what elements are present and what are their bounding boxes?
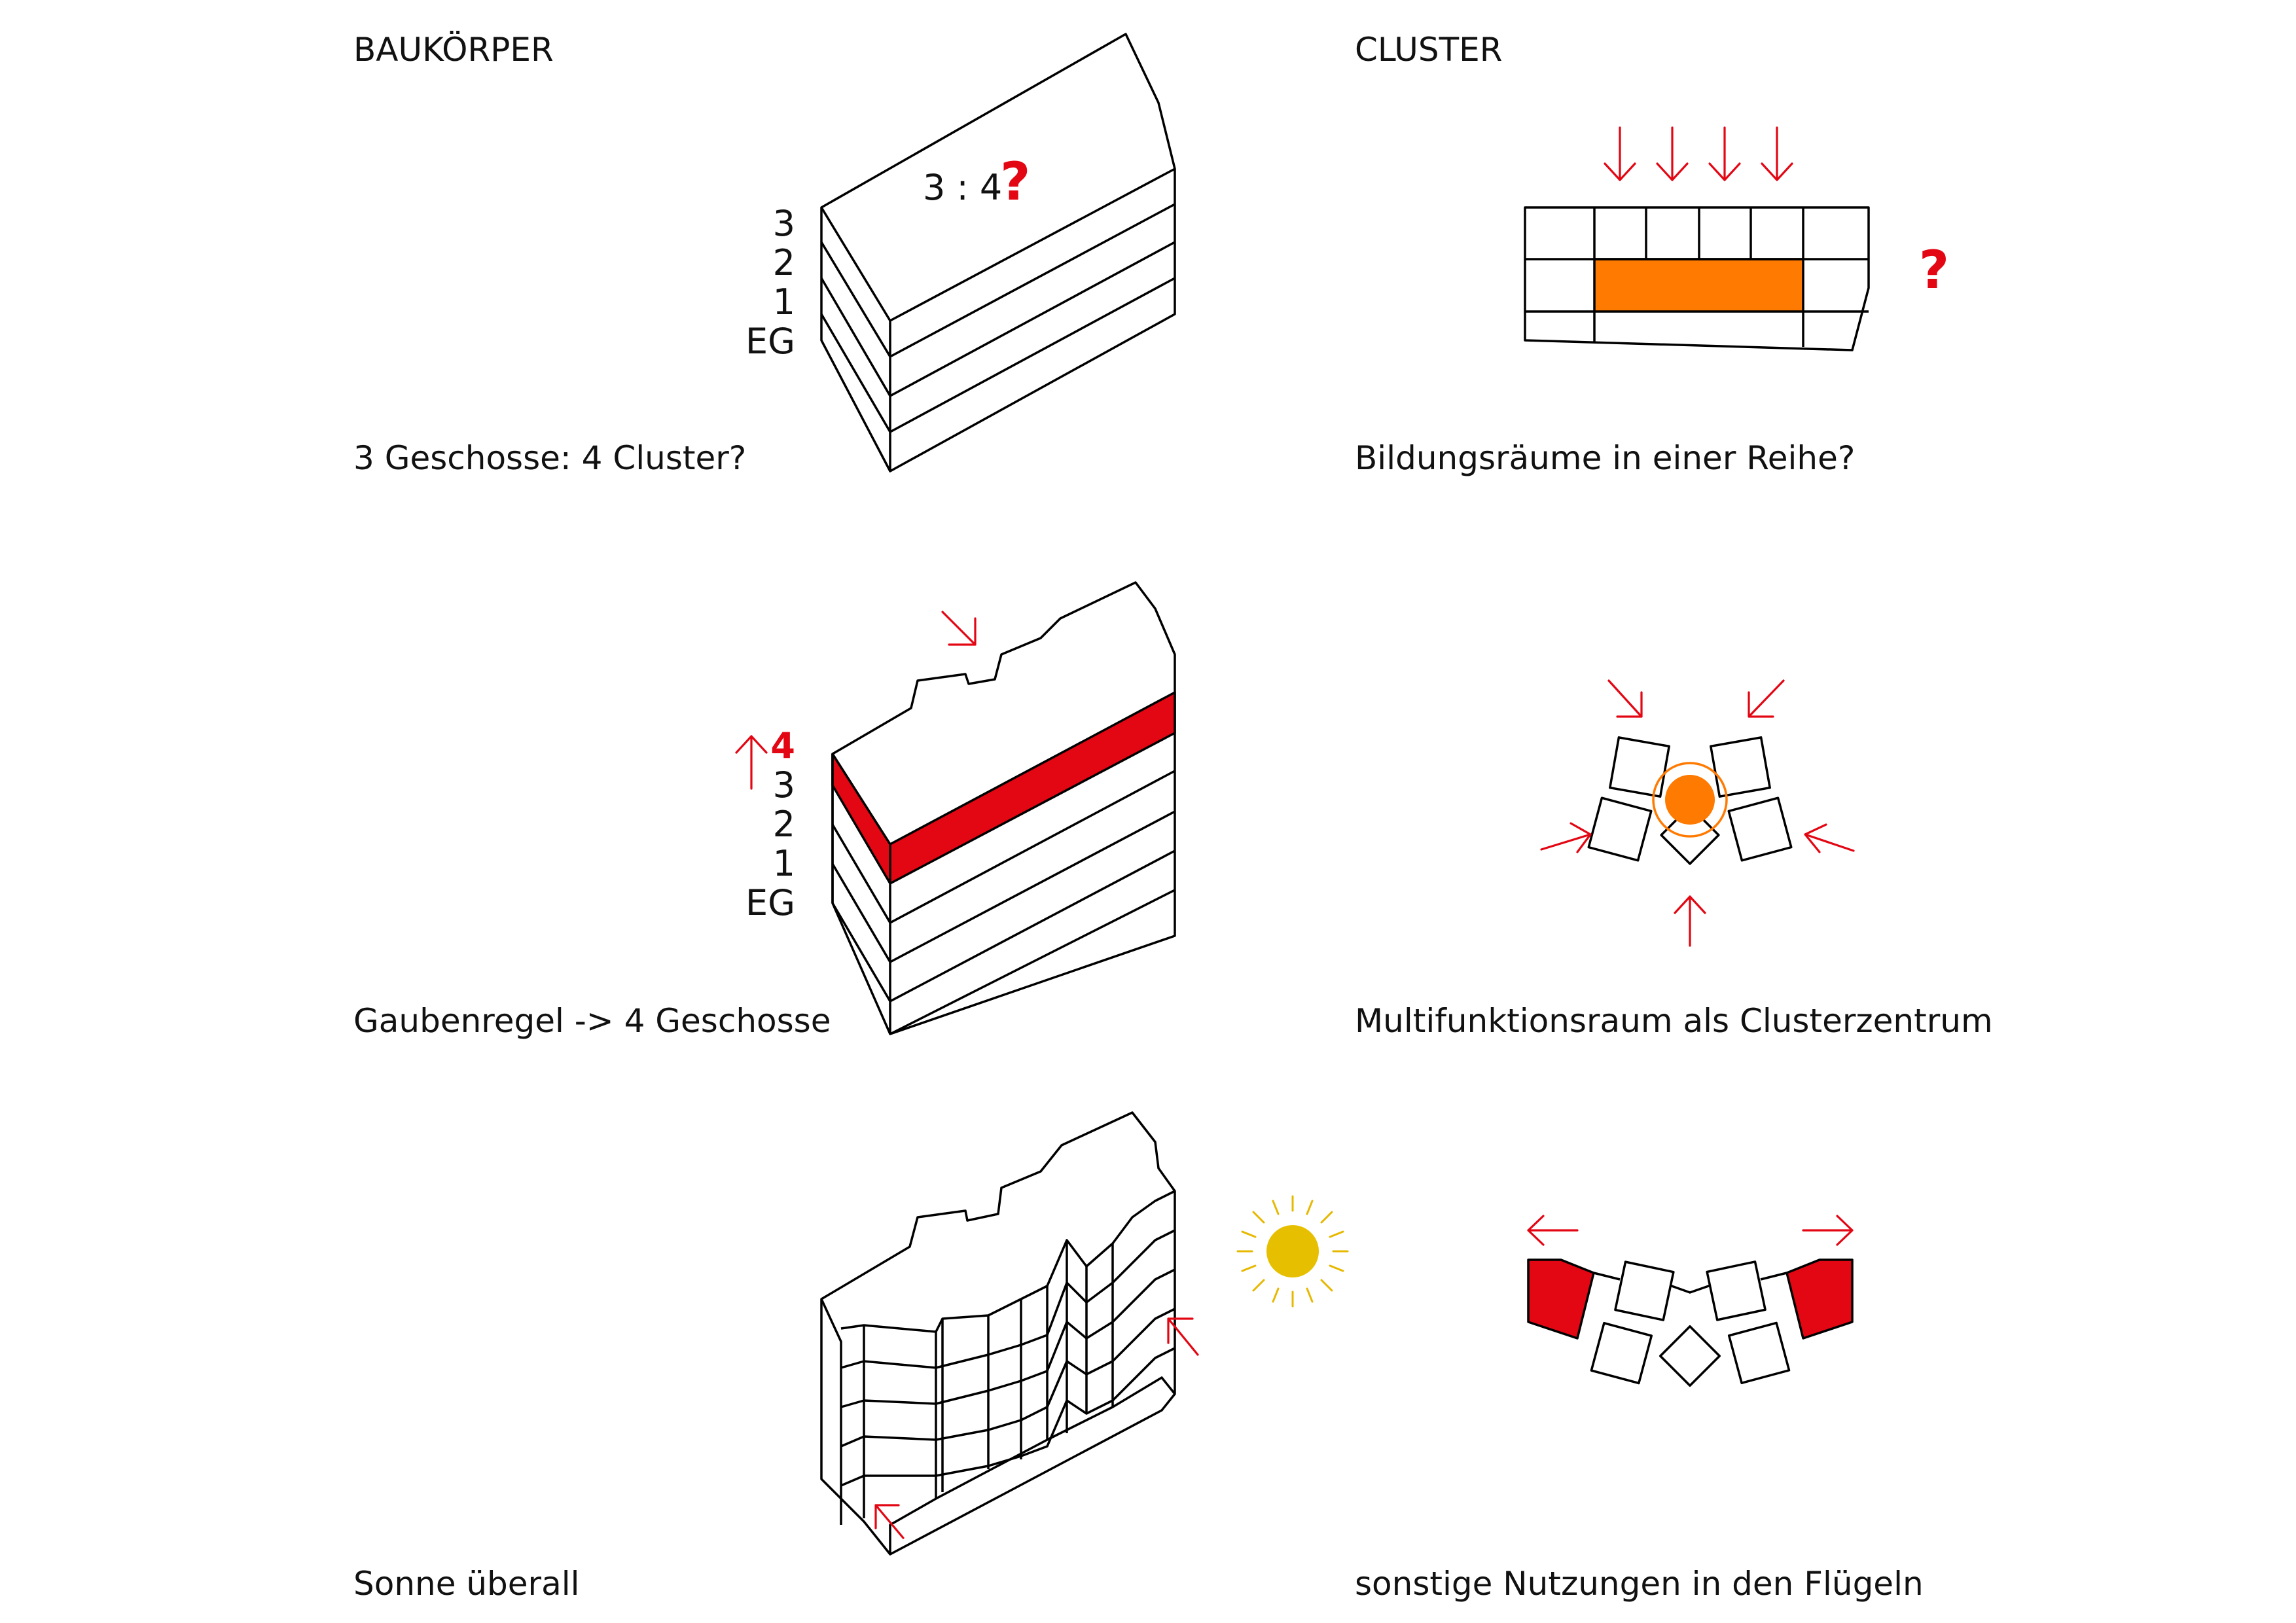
- question-mark-icon: ?: [1000, 151, 1030, 212]
- block-diagram-3-floors: 3 : 4 ? 3 2 1 EG: [745, 33, 1176, 473]
- arrow-left-icon: [1527, 1215, 1579, 1246]
- block-diagram-4-floors: 4 3 2 1 EG: [735, 581, 1176, 1035]
- orange-corridor: [1594, 259, 1803, 312]
- arrow-down-icon: [1604, 126, 1636, 181]
- arrow-up-icon: [735, 735, 768, 790]
- arrow-icon: [1804, 823, 1855, 853]
- arrow-icon: [874, 1504, 905, 1539]
- header-cluster: CLUSTER: [1355, 31, 1503, 69]
- cluster-wings-diagram: [1527, 1215, 1854, 1387]
- floor-label-new: 4: [770, 725, 795, 766]
- floor-label: EG: [745, 321, 795, 362]
- arrow-icon: [1540, 822, 1592, 853]
- caption-row1-right: Bildungsräume in einer Reihe?: [1355, 439, 1855, 477]
- question-mark-icon: ?: [1919, 240, 1949, 300]
- sun-icon: [1236, 1195, 1349, 1308]
- caption-row3-right: sonstige Nutzungen in den Flügeln: [1355, 1565, 1924, 1603]
- caption-row3-left: Sonne überall: [353, 1565, 580, 1603]
- wing-right: [1785, 1258, 1854, 1340]
- arrow-up-icon: [1674, 895, 1706, 947]
- arrow-icon: [1167, 1317, 1199, 1356]
- arrow-down-icon: [1708, 126, 1741, 181]
- floor-label: 2: [773, 242, 795, 283]
- floor-label: 3: [773, 203, 795, 244]
- ratio-label: 3 : 4: [923, 167, 1002, 208]
- arrow-right-icon: [1802, 1215, 1854, 1246]
- cluster-radial-diagram: [1540, 679, 1855, 947]
- arrow-icon: [1748, 679, 1785, 718]
- header-baukoerper: BAUKÖRPER: [353, 31, 554, 69]
- block-diagram-folded: [820, 1111, 1199, 1556]
- floor-label: 2: [773, 804, 795, 845]
- floor-label: 3: [773, 764, 795, 806]
- arrow-icon: [1607, 679, 1643, 718]
- wing-left: [1527, 1258, 1595, 1340]
- floor-label: 1: [773, 281, 795, 323]
- floor-label: 1: [773, 843, 795, 884]
- cluster-row-diagram: ?: [1524, 126, 1949, 351]
- caption-row1-left: 3 Geschosse: 4 Cluster?: [353, 439, 746, 477]
- center-circle: [1665, 775, 1715, 825]
- arrow-icon: [941, 611, 977, 646]
- caption-row2-left: Gaubenregel -> 4 Geschosse: [353, 1002, 831, 1040]
- floor-label: EG: [745, 882, 795, 923]
- arrow-down-icon: [1761, 126, 1793, 181]
- caption-row2-right: Multifunktionsraum als Clusterzentrum: [1355, 1002, 1993, 1040]
- arrow-down-icon: [1656, 126, 1689, 181]
